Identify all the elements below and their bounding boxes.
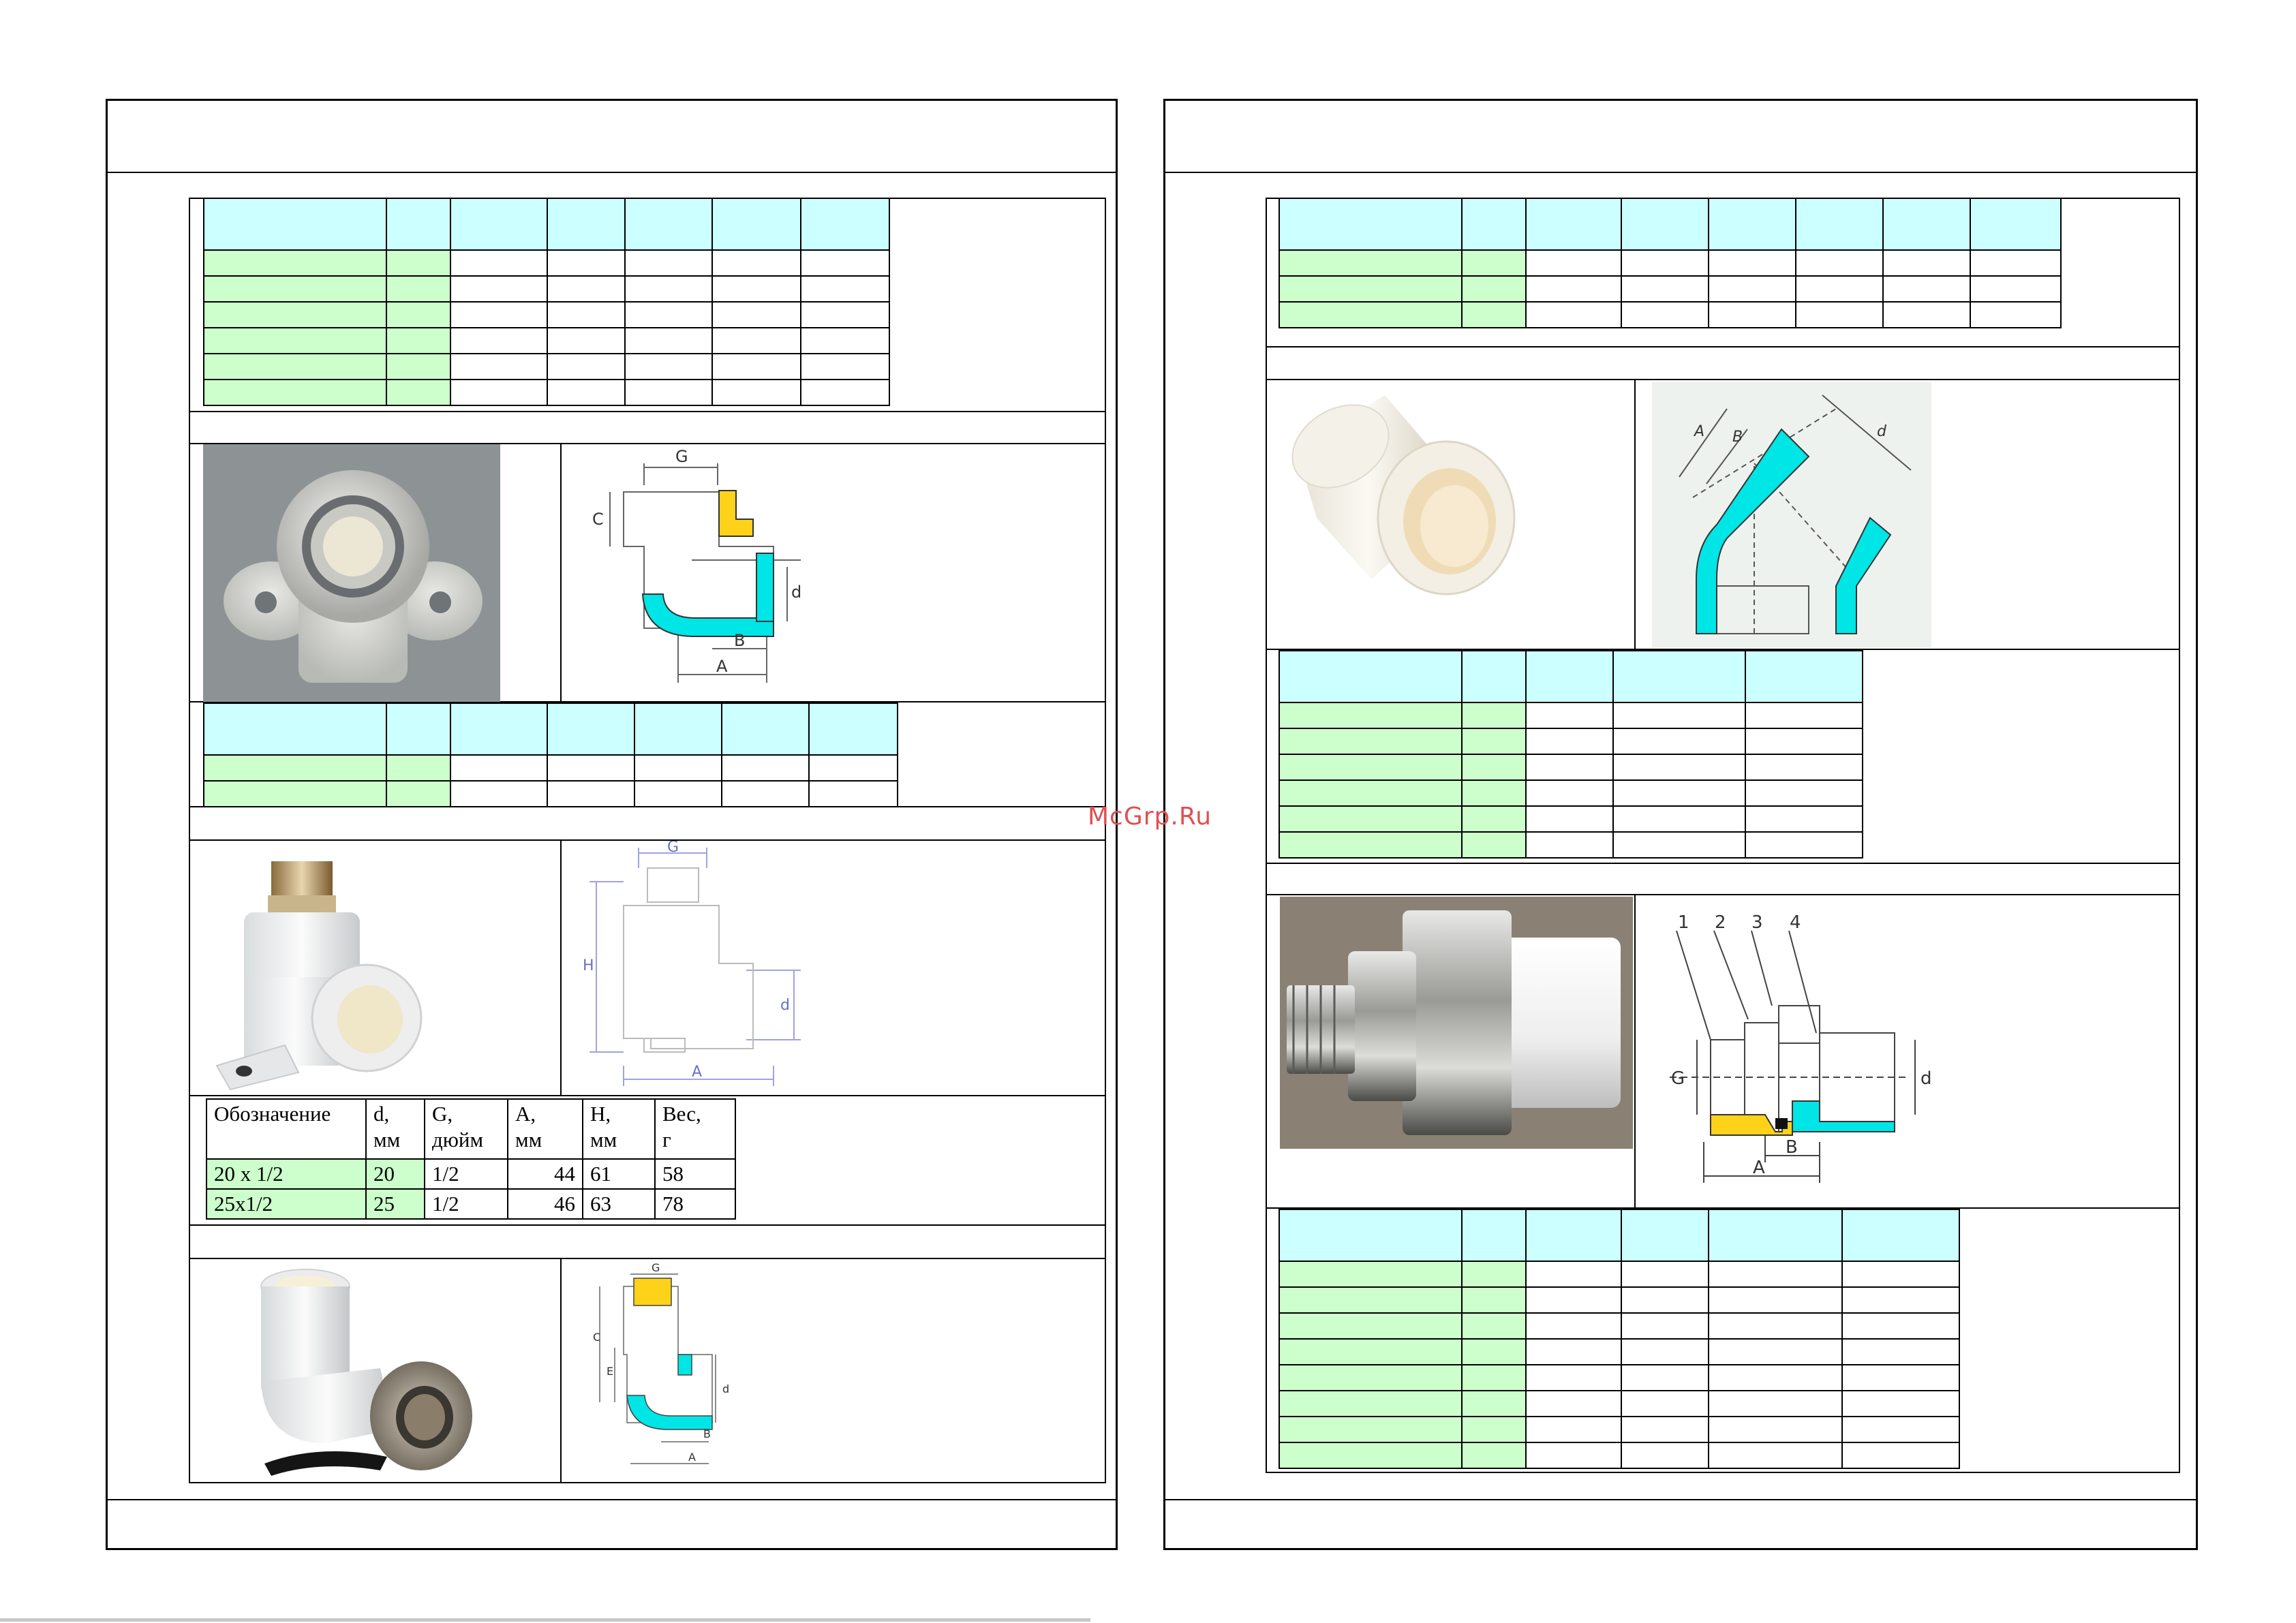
- threaded-elbow-photo: [203, 841, 557, 1094]
- drawing-label: C: [592, 510, 604, 529]
- scan-artifact-line: [0, 1618, 1090, 1622]
- cell-a: 44: [507, 1158, 583, 1190]
- right-image-divider: [1634, 379, 1636, 649]
- right-spec-table-3: [1279, 1209, 1960, 1469]
- right-page-frame: [1163, 99, 2198, 1550]
- cell-g: 1/2: [424, 1188, 508, 1220]
- left-spec-table-1: [203, 198, 890, 406]
- left-image-divider: [560, 443, 562, 701]
- union-coupling-drawing: 1 2 3 4 G d A B: [1670, 912, 1932, 1183]
- cell-h: 61: [582, 1158, 656, 1190]
- right-section-line: [1267, 379, 2179, 380]
- left-footer-line: [107, 1499, 1116, 1500]
- cell-weight: 78: [654, 1188, 736, 1220]
- cell-designation: 20 x 1/2: [206, 1158, 367, 1190]
- union-elbow-drawing: G C E d B A: [593, 1261, 729, 1464]
- right-image-divider: [1634, 894, 1636, 1207]
- elbow-45-photo: [1269, 382, 1528, 640]
- drawing-label: G: [667, 841, 679, 856]
- header-h: H, мм: [582, 1098, 656, 1160]
- right-spec-table-2: [1279, 650, 1863, 859]
- right-footer-line: [1165, 1499, 2196, 1500]
- wall-elbow-drawing: G C d B A: [592, 447, 801, 683]
- table-header-row: Обозначение d, мм G, дюйм A, мм H, мм Ве…: [206, 1098, 736, 1160]
- wall-elbow-photo: [203, 444, 500, 702]
- right-header-line: [1165, 172, 2196, 173]
- drawing-label: A: [692, 1064, 702, 1081]
- cell-d: 20: [365, 1158, 425, 1190]
- header-d: d, мм: [365, 1098, 425, 1160]
- drawing-label: E: [607, 1365, 613, 1378]
- table-row: 20 x 1/2 20 1/2 44 61 58: [206, 1158, 736, 1190]
- union-elbow-photo: [203, 1259, 557, 1481]
- left-section-line: [190, 1258, 1105, 1259]
- header-weight: Вес, г: [654, 1098, 736, 1160]
- left-page-frame: [106, 99, 1118, 1550]
- cell-designation: 25x1/2: [206, 1188, 367, 1220]
- drawing-label: 4: [1790, 912, 1801, 933]
- drawing-label: G: [1671, 1068, 1685, 1089]
- drawing-label: d: [1877, 423, 1887, 440]
- drawing-label: 2: [1715, 912, 1726, 933]
- left-header-line: [107, 172, 1116, 173]
- drawing-label: A: [1753, 1158, 1765, 1178]
- drawing-label: 3: [1751, 912, 1763, 933]
- cell-d: 25: [365, 1188, 425, 1220]
- left-image-divider: [560, 1258, 562, 1482]
- drawing-label: A: [1693, 423, 1704, 440]
- left-section-line: [190, 701, 1105, 702]
- right-section-line: [1267, 863, 2179, 864]
- cell-g: 1/2: [424, 1158, 508, 1190]
- drawing-label: A: [688, 1451, 696, 1464]
- cell-a: 46: [507, 1188, 583, 1220]
- header-designation: Обозначение: [206, 1098, 367, 1160]
- right-spec-table-1: [1279, 198, 2062, 328]
- left-spec-table-2: [203, 702, 898, 807]
- left-section-line: [190, 443, 1105, 444]
- right-section-line: [1267, 894, 2179, 895]
- drawing-label: B: [703, 1427, 711, 1440]
- drawing-label: B: [1732, 429, 1743, 446]
- drawing-label: G: [652, 1261, 660, 1274]
- drawing-label: d: [722, 1382, 729, 1395]
- drawing-label: d: [780, 997, 790, 1014]
- right-section-line: [1267, 649, 2179, 650]
- union-coupling-photo: [1280, 897, 1633, 1149]
- cell-h: 63: [582, 1188, 656, 1220]
- left-section-line: [190, 806, 1105, 807]
- left-section-line: [190, 839, 1105, 841]
- table-row: 25x1/2 25 1/2 46 63 78: [206, 1188, 736, 1220]
- drawing-label: A: [716, 657, 728, 676]
- drawing-label: B: [1786, 1137, 1798, 1158]
- right-section-line: [1267, 346, 2179, 347]
- elbow-thread-spec-table: Обозначение d, мм G, дюйм A, мм H, мм Ве…: [206, 1098, 736, 1220]
- drawing-label: 1: [1678, 912, 1689, 933]
- left-image-divider: [560, 839, 562, 1095]
- left-section-line: [190, 1224, 1105, 1226]
- drawing-label: H: [583, 957, 594, 974]
- watermark-text: McGrp.Ru: [1088, 803, 1212, 831]
- left-section-line: [190, 1095, 1105, 1096]
- cell-weight: 58: [654, 1158, 736, 1190]
- drawing-label: B: [734, 631, 745, 650]
- header-g: G, дюйм: [424, 1098, 508, 1160]
- drawing-label: C: [593, 1331, 600, 1344]
- drawing-label: d: [1920, 1068, 1932, 1089]
- drawing-label: G: [675, 447, 688, 466]
- right-section-line: [1267, 1207, 2179, 1209]
- header-a: A, мм: [507, 1098, 583, 1160]
- elbow-45-drawing: A B d: [1652, 382, 1931, 647]
- drawing-label: d: [791, 583, 801, 602]
- threaded-elbow-drawing: G H d A: [583, 841, 801, 1086]
- left-section-line: [190, 411, 1105, 412]
